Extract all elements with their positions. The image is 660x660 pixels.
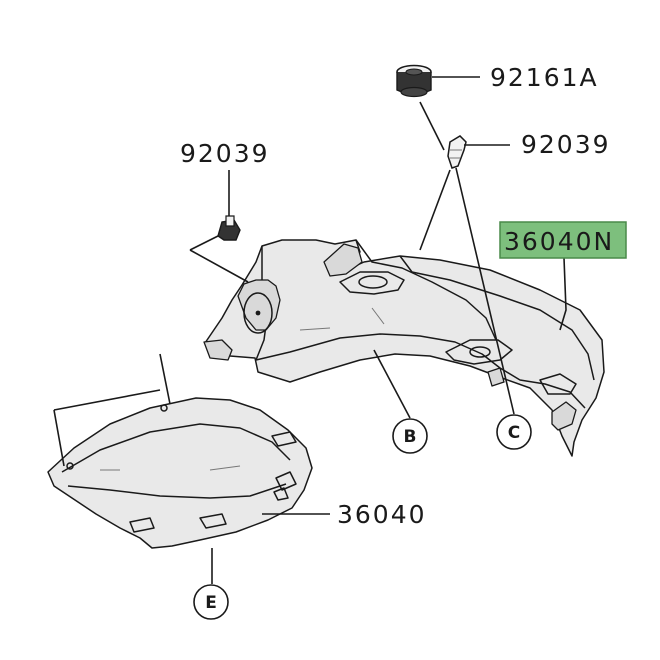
callout-92039-right: 92039 <box>521 130 611 159</box>
clip-92039-right[interactable] <box>447 135 467 169</box>
callout-92161A: 92161A <box>490 63 599 92</box>
callout-highlight-box <box>499 221 627 259</box>
callout-36040: 36040 <box>337 500 427 529</box>
reference-marker-B: B <box>392 418 428 454</box>
callout-36040N-text: 36040N <box>504 227 614 256</box>
reference-marker-B-letter: B <box>404 427 417 447</box>
callout-92039-left: 92039 <box>180 139 270 168</box>
grommet-92161A[interactable] <box>396 64 432 98</box>
callout-36040N: 36040N <box>499 221 627 259</box>
reference-marker-C-letter: C <box>508 423 520 443</box>
reference-marker-E-letter: E <box>205 593 217 613</box>
lower-cover-part[interactable] <box>47 397 313 549</box>
reference-marker-E: E <box>193 584 229 620</box>
reference-marker-C: C <box>496 414 532 450</box>
leader-lines <box>53 76 567 584</box>
bolt-92039-left[interactable] <box>217 215 241 241</box>
upper-cover-part[interactable] <box>203 239 605 457</box>
